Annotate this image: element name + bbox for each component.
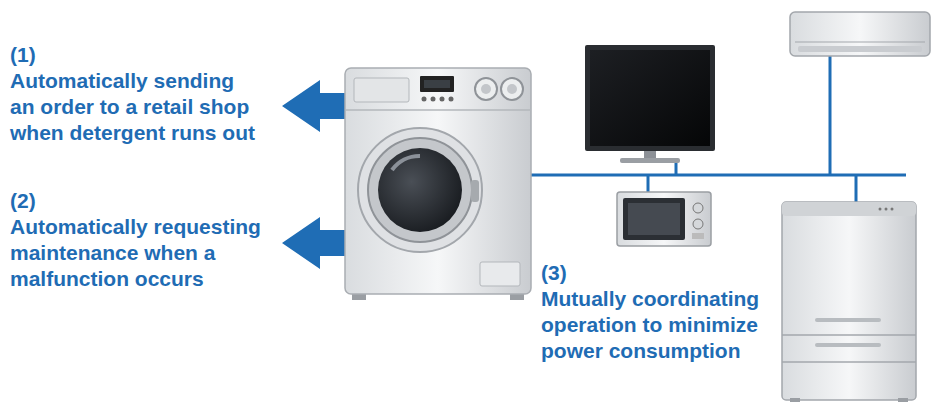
television-part [585, 45, 715, 151]
television-part [620, 158, 680, 163]
refrigerator-part [898, 398, 908, 402]
washing-machine-part [424, 80, 450, 88]
washing-machine-part [392, 156, 420, 170]
television-part [644, 151, 656, 159]
refrigerator-part [885, 208, 888, 211]
callout-text: Automatically sending an order to a reta… [10, 68, 260, 146]
microwave-part [628, 203, 680, 235]
callout-text: Automatically requesting maintenance whe… [10, 214, 282, 292]
microwave-part [693, 203, 703, 213]
microwave-part [692, 233, 704, 239]
network-line-part [855, 175, 858, 202]
callout-number: (1) [10, 42, 90, 68]
network-line-part [647, 175, 650, 192]
air-conditioner-part [795, 42, 925, 43]
network-line [528, 56, 906, 202]
refrigerator-part [815, 343, 881, 347]
washing-machine-part [501, 78, 523, 100]
washing-machine-part [507, 84, 517, 94]
air-conditioner-part [798, 46, 922, 52]
washing-machine-part [368, 138, 472, 242]
flow-arrow [282, 80, 350, 269]
washing-machine-part [431, 97, 436, 102]
refrigerator-part [782, 202, 916, 216]
flow-arrow-part [282, 217, 350, 269]
washing-machine-part [345, 68, 531, 294]
callout-number: (2) [10, 188, 90, 214]
air-conditioner-part [790, 12, 930, 56]
refrigerator-part [790, 398, 800, 402]
callout-number: (3) [541, 260, 621, 286]
washing-machine-part [449, 97, 454, 102]
network-line-part [675, 162, 678, 175]
washing-machine-part [358, 128, 482, 252]
network-line-part [528, 174, 906, 177]
washing-machine-part [481, 84, 491, 94]
washing-machine-part [354, 78, 409, 102]
microwave-part [617, 192, 711, 246]
washing-machine-part [345, 109, 531, 111]
washing-machine-part [480, 262, 520, 286]
refrigerator [782, 202, 916, 402]
washing-machine-part [440, 97, 445, 102]
air-conditioner [790, 12, 930, 56]
microwave-part [693, 219, 703, 229]
callout-text: Mutually coordinating operation to minim… [541, 286, 777, 364]
flow-arrow-part [282, 80, 350, 132]
washing-machine-part [475, 78, 497, 100]
refrigerator-part [782, 361, 916, 363]
washing-machine-part [471, 180, 479, 202]
refrigerator-part [891, 208, 894, 211]
refrigerator-part [815, 318, 881, 322]
microwave-part [623, 198, 685, 240]
washing-machine-part [378, 148, 462, 232]
television [585, 45, 715, 163]
television-part [590, 50, 710, 146]
refrigerator-part [879, 208, 882, 211]
washing-machine-part [420, 76, 454, 92]
refrigerator-part [782, 202, 916, 400]
network-line-part [829, 56, 832, 175]
microwave [617, 192, 711, 246]
washing-machine [345, 68, 531, 300]
refrigerator-part [782, 334, 916, 336]
washing-machine-part [422, 97, 427, 102]
